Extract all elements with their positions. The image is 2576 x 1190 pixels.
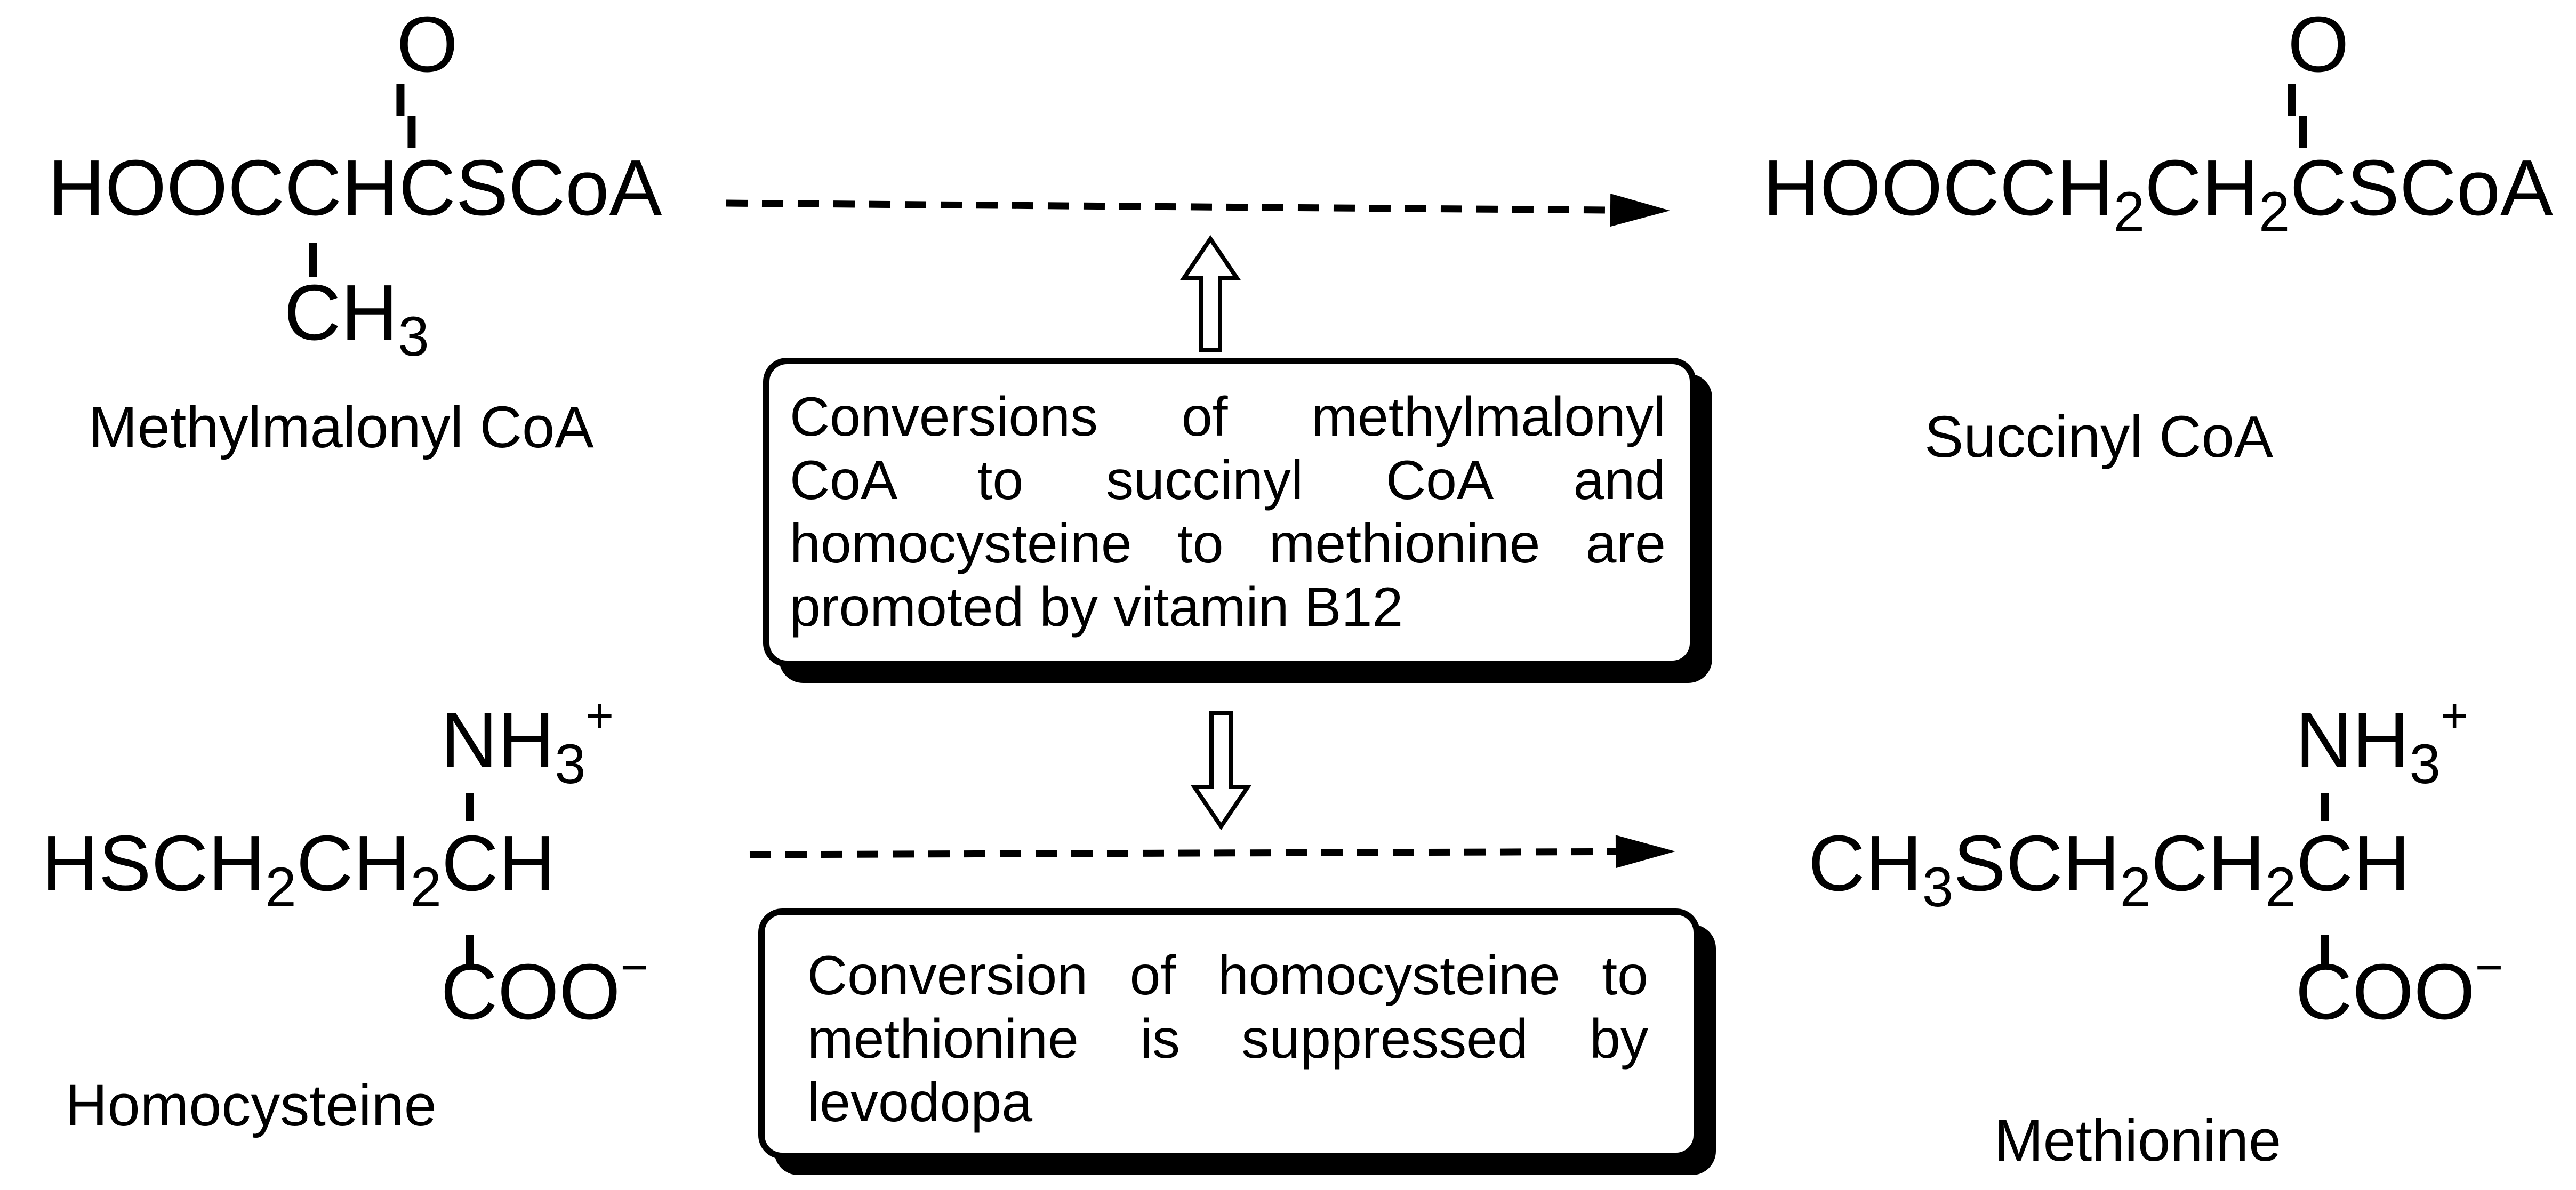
compound-label-methylmalonyl-coa: Methylmalonyl CoA bbox=[89, 395, 594, 460]
subscript: 3 bbox=[398, 305, 429, 368]
note-line: methionine is suppressed by bbox=[807, 1008, 1648, 1070]
carbonyl-group: O bbox=[2288, 5, 2349, 148]
formula-segment: HSCH bbox=[42, 819, 266, 907]
formula-segment: CH bbox=[284, 269, 398, 357]
formula-segment: H bbox=[341, 144, 399, 232]
formula-segment: CH bbox=[2151, 819, 2265, 907]
subscript: 2 bbox=[2258, 181, 2290, 243]
suppression-down-arrow-icon bbox=[1190, 711, 1252, 831]
ammonium-group: NH3+ bbox=[440, 689, 614, 795]
carbonyl-oxygen: O bbox=[2288, 1, 2349, 89]
superscript-plus: + bbox=[585, 689, 614, 743]
carbonyl-oxygen: O bbox=[396, 1, 458, 89]
formula-segment: C bbox=[398, 144, 456, 232]
subscript: 2 bbox=[2265, 856, 2297, 919]
single-bond-icon bbox=[309, 243, 317, 277]
formula-segment: C bbox=[441, 819, 499, 907]
formula-segment: COO bbox=[440, 948, 621, 1036]
subscript: 2 bbox=[410, 856, 442, 919]
promotion-up-arrow-icon bbox=[1179, 235, 1241, 352]
note-vitamin-b12: Conversions of methylmalonyl CoA to succ… bbox=[763, 358, 1696, 667]
formula-segment: SCH bbox=[1953, 819, 2120, 907]
superscript-minus: − bbox=[2475, 941, 2503, 994]
note-line: promoted by vitamin B12 bbox=[790, 576, 1403, 638]
subscript: 2 bbox=[265, 856, 296, 919]
note-levodopa: Conversion of homocysteine to methionine… bbox=[758, 908, 1700, 1159]
double-bond-icon bbox=[2288, 84, 2349, 148]
note-line: Conversions of methylmalonyl bbox=[790, 386, 1666, 448]
formula-segment: C bbox=[2296, 819, 2354, 907]
formula-segment: CH bbox=[296, 819, 411, 907]
formula-segment: HOOC bbox=[48, 144, 285, 232]
formula-segment: CH bbox=[2145, 144, 2259, 232]
single-bond-icon bbox=[2321, 793, 2329, 821]
single-bond-icon bbox=[466, 793, 474, 821]
subscript: 3 bbox=[555, 733, 586, 795]
superscript-plus: + bbox=[2440, 689, 2469, 743]
subscript: 3 bbox=[2409, 733, 2441, 795]
carboxylate-group: COO− bbox=[440, 941, 648, 1042]
single-bond-icon bbox=[466, 935, 474, 964]
methyl-group: CH3 bbox=[284, 274, 429, 368]
formula-segment: SCoA bbox=[455, 144, 662, 232]
formula-segment: H bbox=[2353, 819, 2411, 907]
note-line: Conversion of homocysteine to bbox=[807, 945, 1648, 1007]
formula-segment: NH bbox=[2295, 696, 2410, 784]
note-line: levodopa bbox=[807, 1072, 1033, 1133]
formula-segment: NH bbox=[440, 696, 555, 784]
formula-segment: C bbox=[2290, 144, 2347, 232]
formula-segment: COO bbox=[2295, 948, 2475, 1036]
note-line: homocysteine to methionine are bbox=[790, 513, 1666, 575]
carbonyl-group: O bbox=[396, 5, 458, 148]
compound-label-succinyl-coa: Succinyl CoA bbox=[1924, 404, 2274, 470]
formula-segment: C bbox=[285, 144, 342, 232]
formula-segment: HOOCCH bbox=[1763, 144, 2114, 232]
single-bond-icon bbox=[2321, 935, 2329, 964]
subscript: 3 bbox=[1922, 856, 1954, 919]
compound-label-methionine: Methionine bbox=[1994, 1108, 2282, 1173]
reaction-arrow-homocysteine-to-methionine bbox=[749, 835, 1675, 869]
ammonium-group: NH3+ bbox=[2296, 689, 2469, 795]
carboxylate-group: COO− bbox=[2296, 941, 2503, 1042]
formula-segment: SCoA bbox=[2347, 144, 2553, 232]
reaction-arrow-methylmalonyl-to-succinyl bbox=[726, 194, 1670, 227]
superscript-minus: − bbox=[620, 941, 649, 994]
compound-label-homocysteine: Homocysteine bbox=[65, 1073, 437, 1138]
subscript: 2 bbox=[2120, 856, 2152, 919]
double-bond-icon bbox=[396, 84, 458, 148]
methyl-bearing-carbon: C CH3 bbox=[284, 144, 429, 368]
formula-segment: CH bbox=[1808, 819, 1922, 907]
note-line: CoA to succinyl CoA and bbox=[790, 449, 1666, 511]
subscript: 2 bbox=[2113, 181, 2145, 243]
formula-segment: H bbox=[498, 819, 556, 907]
